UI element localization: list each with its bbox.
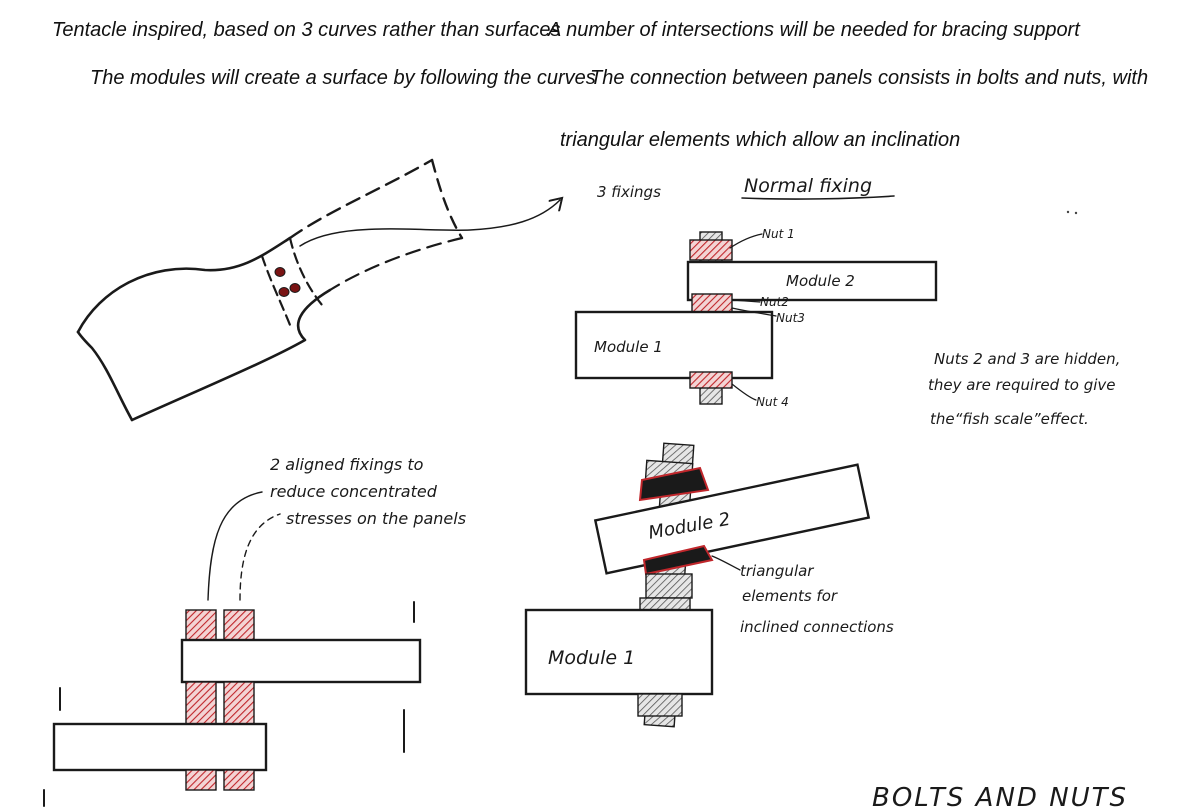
note-triangular-line-1: triangular bbox=[740, 562, 814, 580]
nut-2-3-icon bbox=[691, 293, 733, 313]
hidden-nuts-note: Nuts 2 and 3 are hidden, they are requir… bbox=[928, 350, 1120, 428]
label-nut-3: Nut3 bbox=[776, 311, 805, 325]
tentacle-surface-sketch bbox=[76, 158, 560, 422]
note-aligned-line-1: 2 aligned fixings to bbox=[270, 455, 424, 474]
bottom-nut-icon bbox=[637, 693, 683, 717]
inclined-connection-detail: Module 2 Module 1 triangular elements fo… bbox=[524, 442, 894, 728]
inclined-module-2-panel bbox=[593, 463, 871, 575]
bottom-nut-right-icon bbox=[223, 769, 255, 791]
nut-4-icon bbox=[689, 371, 733, 389]
note-aligned-line-2: reduce concentrated bbox=[270, 482, 438, 501]
caption-intersections: A number of intersections will be needed… bbox=[547, 19, 1081, 41]
aligned-fixings-detail: 2 aligned fixings to reduce concentrated… bbox=[43, 455, 466, 807]
nut-1-icon bbox=[689, 239, 733, 261]
upper-panel bbox=[180, 638, 422, 684]
label-inclined-module-1: Module 1 bbox=[548, 647, 635, 669]
caption-tentacle: Tentacle inspired, based on 3 curves rat… bbox=[52, 19, 560, 41]
caption-modules-surface: The modules will create a surface by fol… bbox=[90, 67, 596, 89]
stray-dot-icon bbox=[1074, 211, 1078, 215]
middle-nut-right-icon bbox=[223, 681, 255, 725]
label-nut-2: Nut2 bbox=[760, 295, 789, 309]
note-triangular-line-3: inclined connections bbox=[740, 618, 894, 636]
label-nut-1: Nut 1 bbox=[762, 227, 795, 241]
label-module-1: Module 1 bbox=[594, 338, 663, 356]
top-nut-right-icon bbox=[223, 609, 255, 641]
middle-nut-icon bbox=[645, 573, 693, 599]
normal-fixing-detail: Normal fixing Module 2 Module 1 Nut 1 Nu… bbox=[574, 175, 938, 409]
fixing-dot-icon bbox=[289, 283, 301, 293]
note-hidden-line-3: the“fish scale”effect. bbox=[930, 410, 1089, 428]
note-hidden-line-2: they are required to give bbox=[928, 376, 1116, 394]
module-1-panel bbox=[574, 310, 774, 380]
label-nut-4: Nut 4 bbox=[756, 395, 789, 409]
top-nut-left-icon bbox=[185, 609, 217, 641]
note-hidden-line-1: Nuts 2 and 3 are hidden, bbox=[934, 350, 1120, 368]
bottom-nut-left-icon bbox=[185, 769, 217, 791]
title-bolts-and-nuts: BOLTS AND NUTS bbox=[872, 783, 1128, 810]
fixing-dot-icon bbox=[274, 267, 286, 277]
label-normal-fixing: Normal fixing bbox=[744, 175, 872, 197]
label-module-2: Module 2 bbox=[786, 272, 855, 290]
note-triangular-line-2: elements for bbox=[742, 587, 838, 605]
stray-dot-icon bbox=[1066, 210, 1070, 214]
fixing-dot-icon bbox=[278, 287, 290, 297]
leader-arrow bbox=[299, 200, 560, 247]
label-three-fixings: 3 fixings bbox=[597, 183, 661, 201]
caption-connection: The connection between panels consists i… bbox=[590, 67, 1148, 89]
lower-triangular-element bbox=[642, 544, 714, 576]
inclined-module-1-panel bbox=[524, 608, 714, 696]
note-aligned-line-3: stresses on the panels bbox=[286, 509, 466, 528]
caption-triangular: triangular elements which allow an incli… bbox=[560, 129, 960, 151]
lower-panel bbox=[52, 722, 268, 772]
middle-nut-left-icon bbox=[185, 681, 217, 725]
upper-triangular-element bbox=[638, 466, 710, 502]
